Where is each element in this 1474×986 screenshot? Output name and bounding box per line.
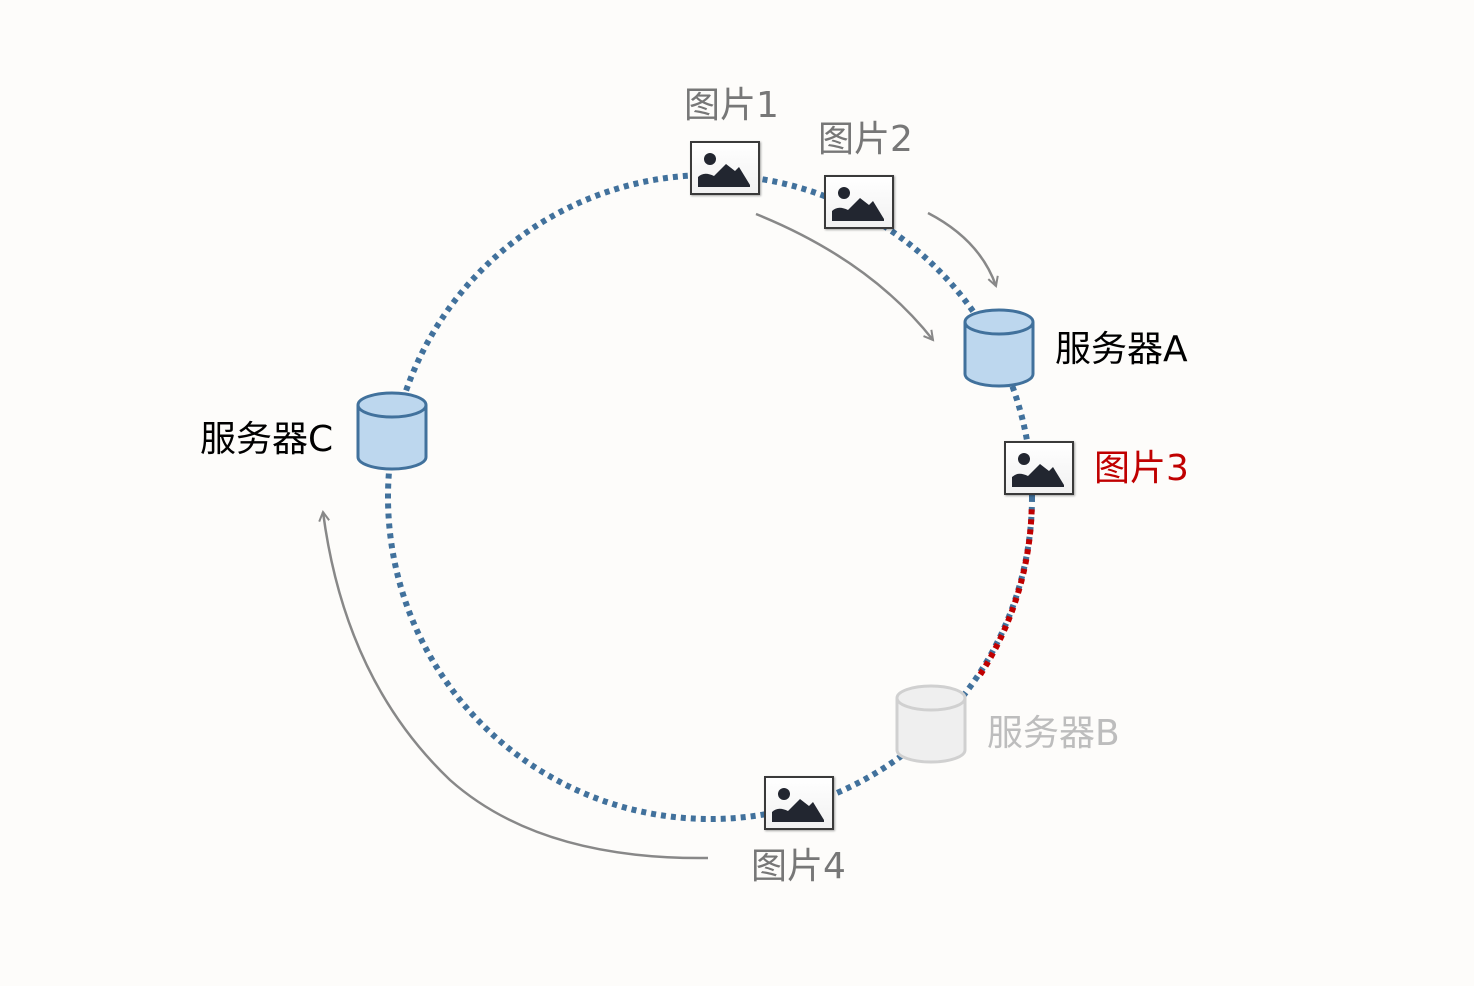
ring-highlight-segment (975, 509, 1035, 680)
server-c-label: 服务器C (200, 419, 334, 460)
server-a-icon (963, 308, 1035, 388)
server-a-label: 服务器A (1055, 329, 1188, 370)
image-2-label: 图片2 (818, 119, 913, 160)
image-4-label: 图片4 (751, 846, 846, 887)
server-b-icon (895, 684, 967, 764)
image-1-label: 图片1 (684, 85, 779, 126)
server-b-label: 服务器B (987, 713, 1120, 754)
arrow-image2-to-server-a (927, 211, 996, 286)
server-c-icon (356, 391, 428, 471)
arrow-image4-to-server-c (323, 512, 709, 860)
image-3-icon (1004, 441, 1074, 495)
arrow-image1-to-server-a (755, 212, 933, 340)
image-4-icon (764, 776, 834, 830)
image-2-icon (824, 175, 894, 229)
image-3-label: 图片3 (1094, 448, 1189, 489)
hash-ring (385, 172, 1035, 822)
image-1-icon (690, 141, 760, 195)
